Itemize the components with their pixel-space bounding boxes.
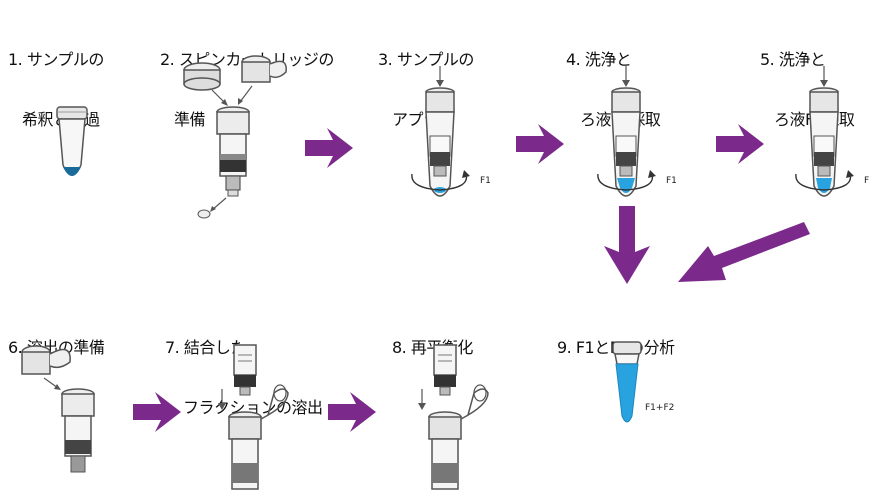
f1-label-step4: F1 (666, 176, 677, 186)
elution-prep-illustration (21, 345, 95, 473)
arrow-step3-to-4 (516, 124, 564, 164)
step-7-label: 7. 結合した フラクションの溶出 (165, 298, 323, 438)
step-5-line1: 5. 洗浄と (760, 50, 826, 69)
step-7-line1: 7. 結合した (165, 338, 246, 357)
wash-f1-illustration: F1 (597, 66, 677, 197)
arrow-step2-to-3 (305, 128, 353, 168)
step-2-line2: 準備 (174, 110, 206, 129)
step-7-line2: フラクションの溶出 (183, 398, 323, 417)
analysis-tube-illustration: F1+F2 (612, 341, 674, 423)
f2-label-step5: F (864, 176, 869, 186)
re-equilibration-illustration (418, 344, 489, 490)
screw-cap (241, 55, 287, 83)
step-1-line1: 1. サンプルの (8, 50, 104, 69)
arrow-step4-to-9 (604, 206, 650, 284)
cartridge-prep-illustration (183, 55, 287, 219)
sample-tube-illustration (56, 106, 88, 176)
arrow-step5-to-9 (678, 222, 810, 282)
cap-ring (183, 62, 221, 91)
step-4-line1: 4. 洗浄と (566, 50, 632, 69)
arrow-step4-to-5 (716, 124, 764, 164)
step-4-label: 4. 洗浄と ろ液F1採取 (566, 10, 661, 150)
sample-apply-illustration: F1 (411, 66, 491, 197)
f1-label-step3: F1 (480, 176, 491, 186)
f1-f2-label: F1+F2 (645, 403, 674, 413)
arrow-step6-to-7 (133, 392, 181, 432)
spin-cartridge (216, 106, 250, 197)
elution-illustration (218, 344, 289, 490)
end-plug (197, 209, 211, 219)
arrow-step7-to-8 (328, 392, 376, 432)
step-3-line1: 3. サンプルの (378, 50, 474, 69)
wash-f2-illustration: F (795, 66, 869, 197)
